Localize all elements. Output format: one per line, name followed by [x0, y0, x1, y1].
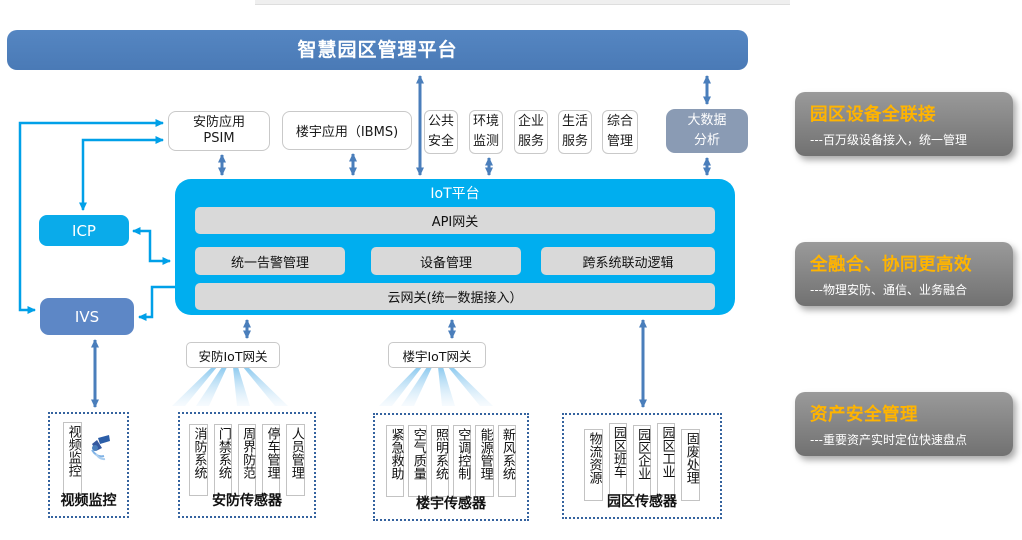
group-label: 视频监控 — [60, 493, 117, 509]
sensor-item: 照明系统 — [430, 425, 449, 497]
link-iot-ivs — [138, 285, 175, 321]
benefit-title: 全融合、协同更高效 — [810, 255, 972, 275]
sensor-item: 消防系统 — [189, 424, 208, 496]
psim-label: 安防应用 PSIM — [192, 114, 245, 146]
park-sensors-group: 物流资源 园区班车 园区企业 园区工业 固废处理 园区传感器 — [562, 413, 722, 519]
sensor-item: 人员管理 — [286, 424, 305, 496]
benefit-panel-convergence: 全融合、协同更高效 ---物理安防、通信、业务融合 — [795, 242, 1013, 306]
sensor-item: 门禁系统 — [213, 424, 232, 496]
surveillance-camera-icon — [90, 435, 110, 461]
sensor-item: 周界防范 — [237, 424, 257, 496]
security-sensors-group: 消防系统 门禁系统 周界防范 停车管理 人员管理 安防传感器 — [178, 412, 316, 518]
api-gateway-bar: API网关 — [195, 207, 715, 234]
cross-system-linkage-module: 跨系统联动逻辑 — [541, 247, 715, 275]
building-iot-gateway-box: 楼宇IoT网关 — [388, 342, 486, 368]
security-iot-gateway-box: 安防IoT网关 — [186, 342, 280, 368]
mini-app-env-monitoring: 环境监测 — [469, 110, 503, 154]
mini-app-enterprise-service: 企业服务 — [514, 110, 548, 154]
mini-app-life-service: 生活服务 — [558, 110, 592, 154]
mini-app-public-safety: 公共安全 — [424, 110, 458, 154]
sensor-item: 园区企业 — [632, 425, 652, 497]
benefit-title: 园区设备全联接 — [810, 105, 936, 125]
benefit-panel-connectivity: 园区设备全联接 ---百万级设备接入，统一管理 — [795, 92, 1013, 156]
building-gateway-beam-fan — [379, 367, 493, 406]
sensor-item: 视频监控 — [63, 422, 82, 494]
sensor-item: 物流资源 — [584, 429, 603, 501]
sensor-item: 紧急救助 — [386, 425, 405, 497]
sensor-item: 停车管理 — [262, 424, 281, 496]
benefit-desc: ---百万级设备接入，统一管理 — [810, 133, 967, 147]
cloud-gateway-bar: 云网关(统一数据接入） — [195, 283, 715, 310]
group-label: 园区传感器 — [607, 494, 677, 510]
sensor-item: 园区班车 — [608, 423, 627, 495]
page-title: 智慧园区管理平台 — [7, 30, 748, 70]
iot-platform: IoT平台 API网关 统一告警管理 设备管理 跨系统联动逻辑 云网关(统一数据… — [175, 179, 735, 315]
benefit-panel-asset-safety: 资产安全管理 ---重要资产实时定位快速盘点 — [795, 392, 1013, 456]
building-sensors-group: 紧急救助 空气质量 照明系统 空调控制 能源管理 新风系统 楼宇传感器 — [373, 413, 529, 521]
ibms-app-box: 楼宇应用（IBMS) — [282, 111, 412, 150]
device-mgmt-module: 设备管理 — [371, 247, 521, 275]
video-surveillance-group: 视频监控 视频监控 — [48, 412, 129, 518]
cropped-top-strip — [255, 0, 790, 5]
sensor-item: 园区工业 — [657, 423, 676, 495]
benefit-title: 资产安全管理 — [810, 405, 918, 425]
alarm-mgmt-module: 统一告警管理 — [195, 247, 345, 275]
group-label: 楼宇传感器 — [416, 496, 486, 512]
benefit-desc: ---物理安防、通信、业务融合 — [810, 283, 967, 297]
ibms-label: 楼宇应用（IBMS) — [295, 125, 399, 140]
benefit-desc: ---重要资产实时定位快速盘点 — [810, 433, 967, 447]
mini-app-comprehensive-mgmt: 综合管理 — [602, 110, 638, 154]
sensor-item: 能源管理 — [475, 425, 494, 497]
psim-app-box: 安防应用 PSIM — [168, 111, 270, 151]
link-psim-icp — [79, 136, 164, 211]
sensor-item: 固废处理 — [681, 429, 700, 501]
security-gateway-beam-fan — [172, 367, 288, 406]
ivs-box: IVS — [40, 298, 134, 335]
sensor-item: 新风系统 — [497, 425, 516, 497]
bigdata-analysis-box: 大数据 分析 — [666, 109, 748, 153]
iot-platform-title: IoT平台 — [430, 186, 480, 202]
group-label: 安防传感器 — [212, 493, 282, 509]
sensor-item: 空气质量 — [408, 425, 427, 497]
link-icp-iot — [132, 227, 171, 265]
sensor-item: 空调控制 — [453, 425, 472, 497]
icp-box: ICP — [39, 215, 129, 246]
